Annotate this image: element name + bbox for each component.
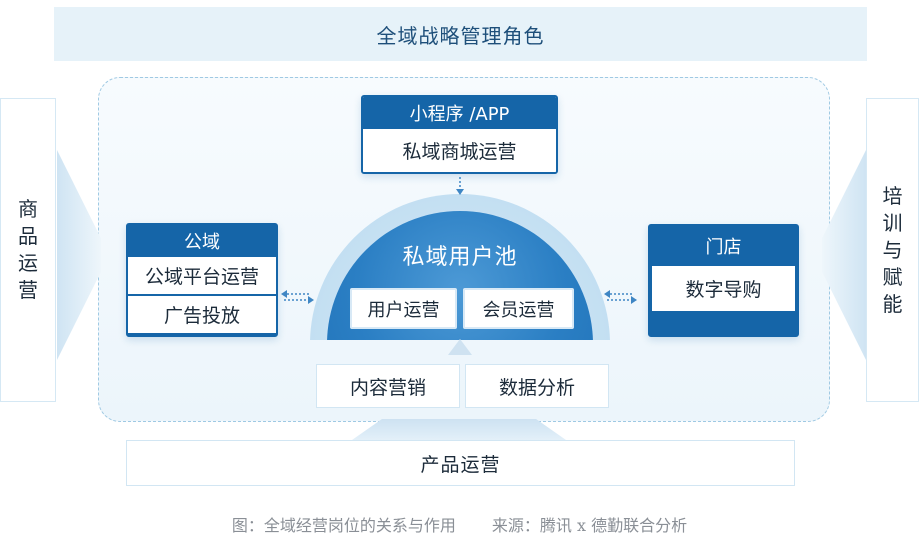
caption-figure: 图：全域经营岗位的关系与作用 xyxy=(231,516,456,535)
card-store-header: 门店 xyxy=(650,226,797,266)
right-side-char: 与 xyxy=(882,237,903,262)
card-public-domain: 公域 公域平台运营 广告投放 xyxy=(126,223,278,337)
caption-source: 来源：腾讯 x 德勤联合分析 xyxy=(491,516,688,535)
box-data-analysis: 数据分析 xyxy=(465,364,609,408)
card-mini-program-item: 私域商城运营 xyxy=(363,129,556,172)
right-side-char: 赋 xyxy=(882,264,903,289)
arrow-top-to-pool xyxy=(456,177,464,195)
figure-caption: 图：全域经营岗位的关系与作用 来源：腾讯 x 德勤联合分析 xyxy=(0,512,919,536)
arrow-left-bidirectional xyxy=(281,290,314,304)
diagram-title: 全域战略管理角色 xyxy=(376,23,545,48)
card-public-domain-header: 公域 xyxy=(128,225,276,257)
card-public-domain-item: 公域平台运营 xyxy=(128,257,276,294)
card-mini-program: 小程序 /APP 私域商城运营 xyxy=(361,95,558,174)
product-ops-bar: 产品运营 xyxy=(126,440,795,486)
title-banner: 全域战略管理角色 xyxy=(54,7,867,61)
user-pool-title: 私域用户池 xyxy=(402,245,518,270)
card-mini-program-header: 小程序 /APP xyxy=(363,97,556,129)
product-ops-label: 产品运营 xyxy=(420,453,501,476)
card-store: 门店 数字导购 xyxy=(648,224,799,337)
right-side-char: 培 xyxy=(882,183,903,208)
left-side-char: 营 xyxy=(18,278,38,302)
arrow-right-bidirectional xyxy=(604,290,637,304)
left-side-panel: 商 品 运 营 xyxy=(0,98,56,402)
right-side-char: 能 xyxy=(882,291,903,316)
left-side-char: 运 xyxy=(18,251,38,275)
card-store-item: 数字导购 xyxy=(652,266,795,311)
card-public-domain-item: 广告投放 xyxy=(128,296,276,333)
pill-member-ops: 会员运营 xyxy=(463,288,574,329)
platform-trapezoid xyxy=(352,419,566,440)
left-side-char: 商 xyxy=(18,197,38,221)
box-content-marketing: 内容营销 xyxy=(316,364,460,408)
right-side-label: 培 训 与 赋 能 xyxy=(883,183,903,318)
right-side-char: 训 xyxy=(882,210,903,235)
left-side-char: 品 xyxy=(18,224,38,248)
right-side-panel: 培 训 与 赋 能 xyxy=(866,98,919,402)
left-side-label: 商 品 运 营 xyxy=(18,196,38,304)
pill-user-ops: 用户运营 xyxy=(350,288,457,329)
